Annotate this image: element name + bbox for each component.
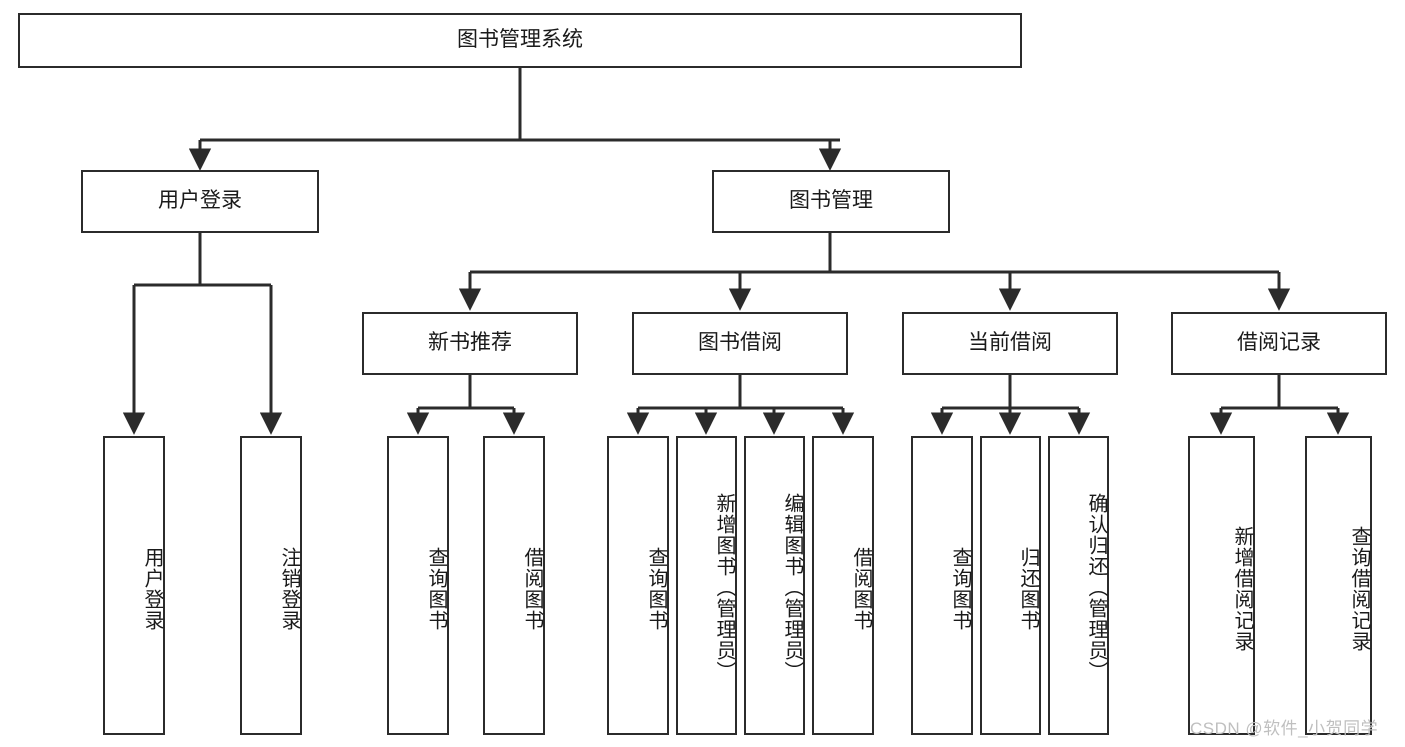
node-book-management-system[interactable]: 图书管理系统: [18, 13, 1022, 68]
leaf-edit-book-admin[interactable]: 编辑图书（管理员）: [744, 436, 805, 735]
node-label: 借阅图书: [850, 546, 872, 631]
node-label: 归还图书: [1017, 546, 1039, 631]
leaf-query-book-borrow[interactable]: 查询图书: [607, 436, 669, 735]
node-label: 图书管理系统: [457, 28, 583, 52]
node-label: 图书借阅: [698, 331, 782, 355]
leaf-confirm-return-admin[interactable]: 确认归还（管理员）: [1048, 436, 1109, 735]
leaf-query-book-current[interactable]: 查询图书: [911, 436, 973, 735]
leaf-query-book-newbook[interactable]: 查询图书: [387, 436, 449, 735]
node-label: 编辑图书（管理员）: [781, 493, 803, 682]
node-label: 新增图书（管理员）: [713, 493, 735, 682]
node-book-borrow[interactable]: 图书借阅: [632, 312, 848, 375]
node-new-book-recommend[interactable]: 新书推荐: [362, 312, 578, 375]
leaf-return-book[interactable]: 归还图书: [980, 436, 1041, 735]
leaf-add-borrow-record[interactable]: 新增借阅记录: [1188, 436, 1255, 735]
node-label: 查询图书: [645, 546, 667, 631]
node-label: 查询借阅记录: [1348, 525, 1370, 652]
leaf-add-book-admin[interactable]: 新增图书（管理员）: [676, 436, 737, 735]
leaf-user-login[interactable]: 用户登录: [103, 436, 165, 735]
node-label: 新书推荐: [428, 331, 512, 355]
node-label: 当前借阅: [968, 331, 1052, 355]
node-current-borrow[interactable]: 当前借阅: [902, 312, 1118, 375]
node-label: 用户登录: [158, 189, 242, 213]
node-label: 新增借阅记录: [1231, 525, 1253, 652]
leaf-query-borrow-record[interactable]: 查询借阅记录: [1305, 436, 1372, 735]
node-user-login[interactable]: 用户登录: [81, 170, 319, 233]
node-label: 确认归还（管理员）: [1085, 493, 1107, 682]
node-borrow-record[interactable]: 借阅记录: [1171, 312, 1387, 375]
node-book-management[interactable]: 图书管理: [712, 170, 950, 233]
csdn-watermark: CSDN @软件_小贺同学: [1190, 719, 1379, 738]
leaf-borrow-book[interactable]: 借阅图书: [812, 436, 874, 735]
leaf-borrow-book-newbook[interactable]: 借阅图书: [483, 436, 545, 735]
node-label: 查询图书: [949, 546, 971, 631]
node-label: 借阅图书: [521, 546, 543, 631]
node-label: 图书管理: [789, 189, 873, 213]
node-label: 用户登录: [141, 546, 163, 631]
node-label: 注销登录: [278, 546, 300, 631]
node-label: 查询图书: [425, 546, 447, 631]
node-label: 借阅记录: [1237, 331, 1321, 355]
leaf-logout-login[interactable]: 注销登录: [240, 436, 302, 735]
